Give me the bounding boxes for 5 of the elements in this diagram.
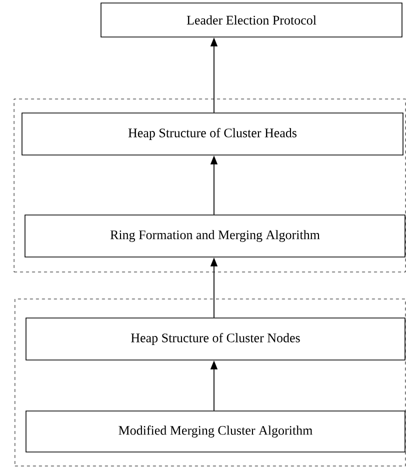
process-box: Leader Election Protocol <box>100 2 402 38</box>
process-box: Ring Formation and Merging Algorithm <box>24 214 406 258</box>
process-box: Heap Structure of Cluster Nodes <box>26 318 406 360</box>
process-box: Modified Merging Cluster Algorithm <box>26 410 406 452</box>
process-box: Heap Structure of Cluster Heads <box>22 112 404 156</box>
